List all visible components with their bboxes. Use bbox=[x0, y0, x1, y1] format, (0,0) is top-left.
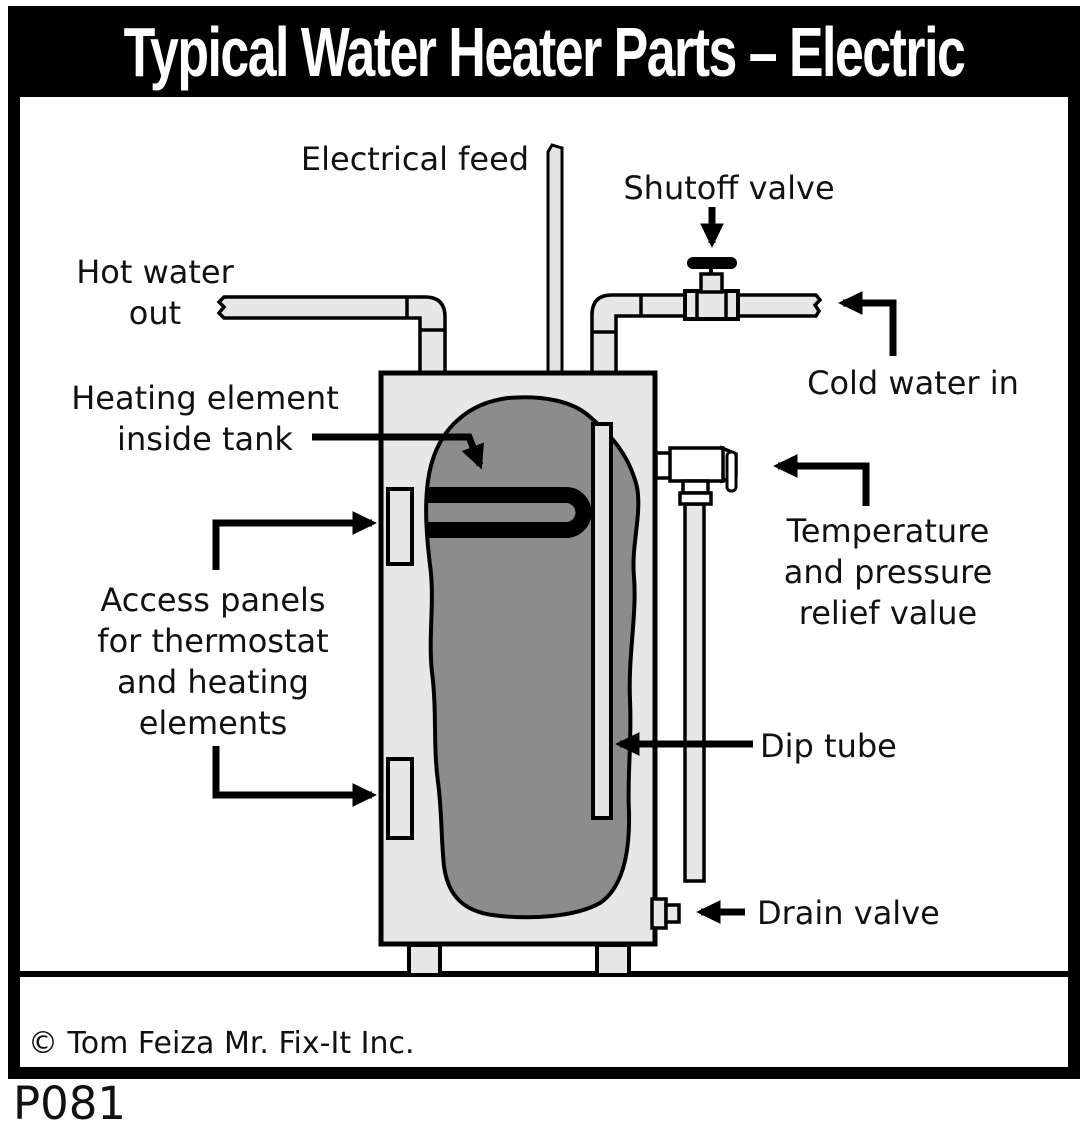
dip-tube bbox=[591, 422, 613, 820]
label-hot-water-out: Hot water out bbox=[76, 253, 234, 332]
label-access-panels: Access panels for thermostat and heating… bbox=[97, 581, 329, 742]
label-electrical-feed: Electrical feed bbox=[300, 140, 530, 178]
frame-border-bottom bbox=[8, 1067, 1080, 1079]
heating-element-arrow bbox=[312, 433, 484, 470]
cold-water-pipe bbox=[590, 293, 823, 376]
tp-relief-valve bbox=[654, 445, 738, 883]
access-panel-upper bbox=[386, 487, 414, 566]
label-cold-water-in: Cold water in bbox=[807, 364, 1019, 402]
access-panel-upper-arrow bbox=[212, 511, 377, 570]
cold-water-in-arrow bbox=[838, 291, 897, 356]
tank-leg-right bbox=[595, 943, 631, 977]
label-dip-tube: Dip tube bbox=[760, 727, 897, 765]
page-title: Typical Water Heater Parts – Electric bbox=[123, 12, 966, 91]
shutoff-valve-handle bbox=[687, 257, 737, 269]
hot-water-pipe bbox=[216, 295, 447, 376]
label-tp-relief: Temperature and pressure relief value bbox=[783, 512, 993, 632]
frame-border-left bbox=[8, 6, 20, 1079]
tp-discharge-pipe bbox=[683, 502, 706, 883]
access-panel-lower-arrow bbox=[212, 746, 377, 807]
title-bar: Typical Water Heater Parts – Electric bbox=[8, 6, 1080, 97]
shutoff-valve bbox=[683, 257, 740, 321]
heating-element bbox=[428, 487, 592, 538]
label-drain-valve: Drain valve bbox=[757, 894, 940, 932]
tank-leg-left bbox=[407, 943, 442, 977]
electrical-feed-conduit bbox=[546, 143, 564, 376]
access-panel-lower bbox=[386, 757, 414, 840]
copyright-text: © Tom Feiza Mr. Fix-It Inc. bbox=[28, 1026, 415, 1061]
label-shutoff-valve: Shutoff valve bbox=[623, 169, 835, 207]
tp-relief-arrow bbox=[773, 454, 870, 506]
footer-separator-line bbox=[20, 971, 1068, 977]
label-heating-element: Heating element inside tank bbox=[71, 379, 339, 458]
frame-border-right bbox=[1068, 6, 1080, 1079]
diagram-code: P081 bbox=[13, 1077, 127, 1124]
drain-valve bbox=[650, 897, 681, 930]
tp-valve-lever bbox=[725, 450, 738, 493]
